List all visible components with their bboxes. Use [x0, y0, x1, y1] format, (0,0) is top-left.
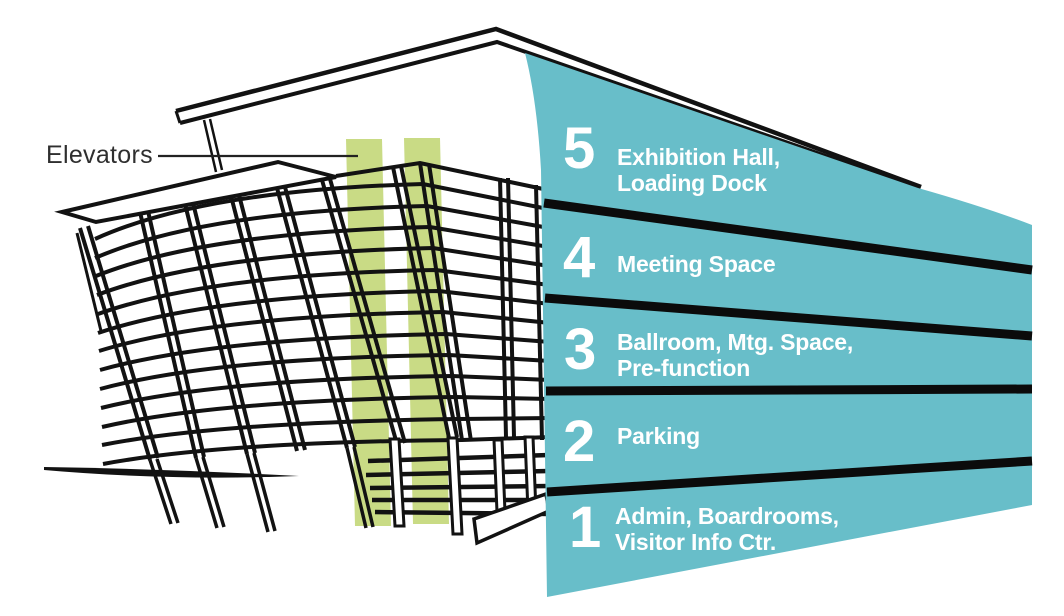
- floor-label-1-line1: Admin, Boardrooms,: [615, 503, 839, 529]
- floor-label-4: Meeting Space: [617, 251, 776, 277]
- level-wedge: [525, 53, 1033, 597]
- floor-label-5: Exhibition Hall, Loading Dock: [617, 144, 780, 196]
- floor-number-4: 4: [563, 225, 596, 290]
- floor-number-5: 5: [563, 116, 596, 181]
- support-legs: [148, 446, 375, 533]
- facade-grid-columns: [75, 162, 544, 461]
- roof-beam: [174, 26, 922, 190]
- floor-number-1: 1: [569, 495, 602, 560]
- ground-line: [44, 467, 299, 478]
- floor-label-3-line2: Pre-function: [617, 355, 751, 381]
- floor-label-2-line1: Parking: [617, 423, 700, 449]
- elevators-label: Elevators: [46, 141, 153, 169]
- floor-label-5-line2: Loading Dock: [617, 170, 767, 196]
- roof-support-post: [202, 118, 224, 173]
- floor-number-2: 2: [563, 409, 596, 474]
- floor-label-1-line2: Visitor Info Ctr.: [615, 529, 777, 555]
- floor-divider-lines: [543, 198, 1033, 497]
- floor-label-2: Parking: [617, 423, 700, 449]
- level-wedge-shape: [525, 53, 1032, 597]
- floor-label-3: Ballroom, Mtg. Space, Pre-function: [617, 329, 853, 381]
- floor-number-3: 3: [564, 317, 597, 382]
- floor-label-4-line1: Meeting Space: [617, 251, 776, 277]
- lower-canopy: [54, 159, 337, 225]
- floor-label-3-line1: Ballroom, Mtg. Space,: [617, 329, 854, 355]
- floor-label-1: Admin, Boardrooms, Visitor Info Ctr.: [615, 503, 839, 555]
- floor-label-5-line1: Exhibition Hall,: [617, 144, 780, 170]
